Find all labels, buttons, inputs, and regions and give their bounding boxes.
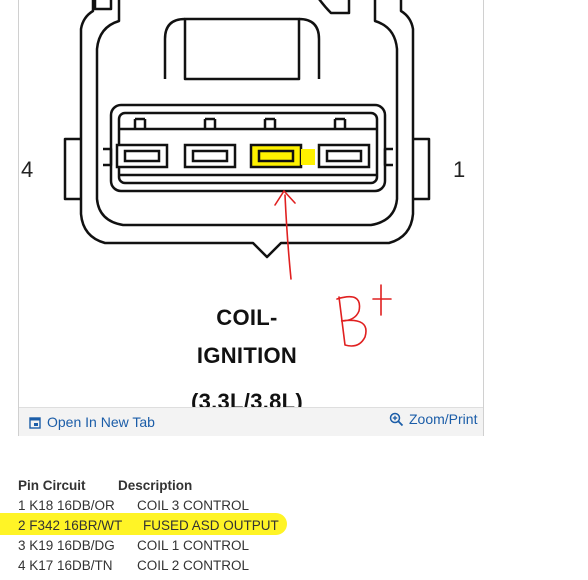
table-row: 1 K18 16DB/OR COIL 3 CONTROL (18, 496, 318, 516)
pin-label-1: 1 (453, 157, 466, 182)
figure-toolbar: Open In New Tab Zoom/Print (19, 407, 483, 436)
pin-description: FUSED ASD OUTPUT (143, 518, 279, 533)
pin-circuit: 3 K19 16DB/DG (18, 538, 115, 553)
table-header-row: Pin Circuit Description (18, 476, 318, 496)
zoom-in-icon (389, 412, 404, 426)
zoom-print-label: Zoom/Print (409, 411, 478, 427)
header-pin-circuit: Pin Circuit (18, 478, 86, 493)
caption-line-1: COIL- (216, 305, 278, 330)
connector-diagram (63, 0, 431, 347)
open-in-new-tab-button[interactable]: Open In New Tab (29, 414, 155, 430)
pin-description: COIL 3 CONTROL (137, 498, 250, 513)
table-row: 4 K17 16DB/TN COIL 2 CONTROL (18, 556, 318, 576)
pin-circuit: 1 K18 16DB/OR (18, 498, 115, 513)
pin-description: COIL 2 CONTROL (137, 558, 250, 573)
annotation-arrow (284, 194, 292, 280)
pin-circuit: 4 K17 16DB/TN (18, 558, 113, 573)
table-row: 2 F342 16BR/WT FUSED ASD OUTPUT (18, 516, 318, 536)
connector-figure-card: 4 1 COIL- IGNITION (3.3L/3.8L) Open In N… (18, 0, 484, 436)
pin-circuit: 2 F342 16BR/WT (18, 518, 123, 533)
pin-description: COIL 1 CONTROL (137, 538, 250, 553)
annotation-b-plus (336, 284, 392, 347)
caption-line-2: IGNITION (196, 343, 298, 368)
zoom-print-button[interactable]: Zoom/Print (389, 411, 477, 427)
pin-label-4: 4 (21, 157, 34, 182)
pin-table: Pin Circuit Description 1 K18 16DB/OR CO… (18, 476, 318, 576)
open-in-new-tab-icon (29, 416, 41, 429)
header-description: Description (118, 478, 193, 493)
open-in-new-tab-label: Open In New Tab (47, 414, 155, 430)
table-row: 3 K19 16DB/DG COIL 1 CONTROL (18, 536, 318, 556)
highlighter-mark (0, 513, 287, 535)
